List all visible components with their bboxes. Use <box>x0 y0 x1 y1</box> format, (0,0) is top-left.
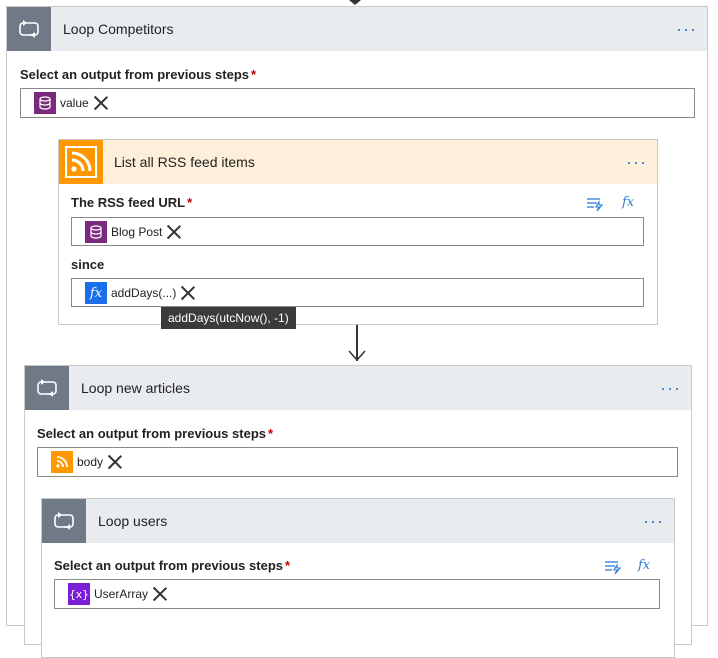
rss-action-title: List all RSS feed items <box>114 154 255 170</box>
expression-fx-icon: fx <box>85 282 107 304</box>
add-days-token[interactable]: fx addDays(...) <box>85 282 196 304</box>
select-output-label-text: Select an output from previous steps <box>37 426 266 441</box>
select-output-label: Select an output from previous steps* <box>54 558 290 573</box>
rss-url-label: The RSS feed URL* <box>71 195 192 210</box>
more-options-icon[interactable]: ··· <box>643 511 664 531</box>
select-output-label: Select an output from previous steps* <box>20 67 256 82</box>
select-output-input[interactable]: {x} UserArray <box>54 579 660 609</box>
dynamic-content-icon[interactable] <box>604 560 622 574</box>
database-icon <box>34 92 56 114</box>
more-options-icon[interactable]: ··· <box>626 152 647 172</box>
body-token: body <box>51 451 123 473</box>
loop-users-title: Loop users <box>98 513 168 529</box>
loop-icon <box>25 366 69 410</box>
expression-tooltip: addDays(utcNow(), -1) <box>161 307 296 329</box>
select-output-label: Select an output from previous steps* <box>37 426 273 441</box>
body-token-label: body <box>77 455 104 469</box>
rss-action-card: List all RSS feed items ··· The RSS feed… <box>58 139 658 325</box>
loop-articles-header[interactable]: Loop new articles ··· <box>25 366 691 410</box>
blog-post-token-label: Blog Post <box>111 225 163 239</box>
loop-competitors-header[interactable]: Loop Competitors ··· <box>7 7 707 51</box>
value-token-label: value <box>60 96 89 110</box>
select-output-input[interactable]: body <box>37 447 678 477</box>
remove-token-icon[interactable] <box>166 224 182 240</box>
expression-fx-icon[interactable]: fx <box>638 558 651 573</box>
value-token: value <box>34 92 109 114</box>
remove-token-icon[interactable] <box>152 586 168 602</box>
connector-line <box>356 325 358 361</box>
rss-url-input[interactable]: Blog Post <box>71 217 644 246</box>
rss-action-header[interactable]: List all RSS feed items ··· <box>59 140 657 184</box>
top-connector-arrow <box>349 0 361 5</box>
more-options-icon[interactable]: ··· <box>660 378 681 398</box>
loop-competitors-card: Loop Competitors ··· Select an output fr… <box>6 6 708 658</box>
remove-token-icon[interactable] <box>107 454 123 470</box>
rss-url-label-text: The RSS feed URL <box>71 195 186 210</box>
since-label: since <box>71 257 105 272</box>
user-array-token: {x} UserArray <box>68 583 168 605</box>
loop-competitors-title: Loop Competitors <box>63 21 174 37</box>
select-output-input[interactable]: value <box>20 88 695 118</box>
user-array-token-label: UserArray <box>94 587 149 601</box>
loop-users-header[interactable]: Loop users ··· <box>42 499 674 543</box>
loop-icon <box>7 7 51 51</box>
loop-articles-title: Loop new articles <box>81 380 190 396</box>
loop-users-card: Loop users ··· Select an output from pre… <box>41 498 675 658</box>
database-icon <box>85 221 107 243</box>
required-mark: * <box>268 426 274 441</box>
variable-icon: {x} <box>68 583 90 605</box>
required-mark: * <box>187 195 193 210</box>
loop-icon <box>42 499 86 543</box>
expression-fx-icon[interactable]: fx <box>622 195 635 210</box>
select-output-label-text: Select an output from previous steps <box>20 67 249 82</box>
more-options-icon[interactable]: ··· <box>676 19 697 39</box>
remove-token-icon[interactable] <box>180 285 196 301</box>
add-days-token-label: addDays(...) <box>111 286 177 300</box>
blog-post-token: Blog Post <box>85 221 182 243</box>
since-input[interactable]: fx addDays(...) <box>71 278 644 307</box>
connector-arrow <box>348 350 366 362</box>
remove-token-icon[interactable] <box>93 95 109 111</box>
dynamic-content-icon[interactable] <box>586 197 604 211</box>
rss-icon <box>59 140 103 184</box>
required-mark: * <box>285 558 291 573</box>
rss-icon <box>51 451 73 473</box>
required-mark: * <box>251 67 257 82</box>
loop-articles-card: Loop new articles ··· Select an output f… <box>24 365 692 658</box>
select-output-label-text: Select an output from previous steps <box>54 558 283 573</box>
